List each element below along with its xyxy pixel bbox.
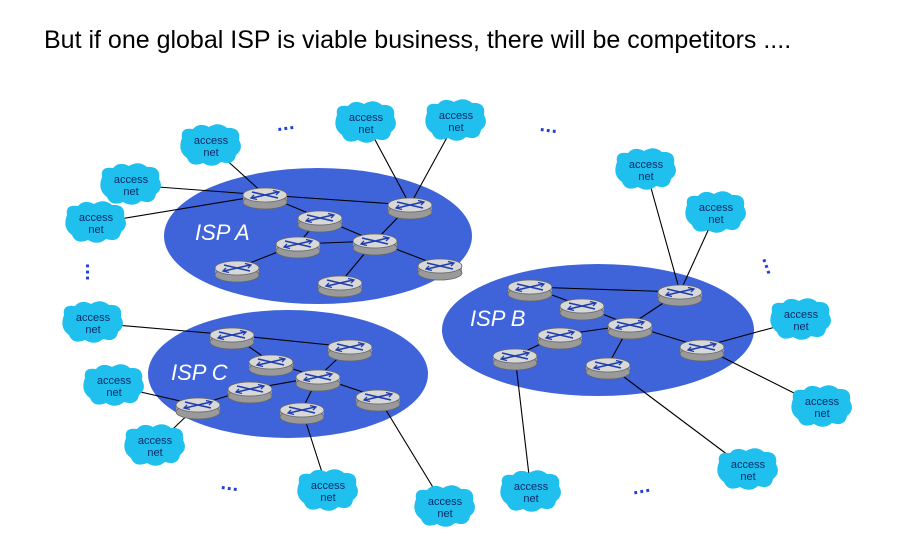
router-icon	[275, 236, 321, 259]
link-line	[645, 169, 681, 293]
access-net-label: access	[138, 435, 173, 447]
access-net-label: access	[629, 159, 664, 171]
router-icon	[297, 210, 343, 233]
isp-a-label: ISP A	[195, 220, 250, 245]
access-net-label: access	[805, 396, 840, 408]
access-net-label: access	[311, 480, 346, 492]
access-net-label: access	[114, 174, 149, 186]
access-net-label: net	[814, 408, 829, 420]
access-net-label: access	[439, 110, 474, 122]
isp-c-label: ISP C	[171, 360, 228, 385]
access-net-label: access	[97, 375, 132, 387]
router-icon	[248, 354, 294, 377]
ellipsis-dots: ...	[630, 477, 651, 499]
router-icon	[679, 339, 725, 362]
router-icon	[355, 389, 401, 412]
access-net-label: net	[740, 471, 755, 483]
router-icon	[327, 339, 373, 362]
router-icon	[209, 327, 255, 350]
access-net-label: access	[194, 135, 229, 147]
access-net-label: access	[349, 112, 384, 124]
router-icon	[537, 327, 583, 350]
ellipsis-dots: ...	[82, 263, 101, 281]
access-net-label: net	[88, 224, 103, 236]
router-icon	[417, 258, 463, 281]
ellipsis-dots: ...	[275, 114, 296, 135]
access-net-label: access	[79, 212, 114, 224]
access-net-label: access	[514, 481, 549, 493]
access-net-label: net	[437, 508, 452, 520]
router-icon	[657, 284, 703, 307]
access-net-label: access	[428, 496, 463, 508]
router-icon	[492, 348, 538, 371]
ellipsis-dots: ...	[219, 474, 240, 495]
access-net-label: net	[320, 492, 335, 504]
ellipsis-dots: ...	[538, 116, 559, 137]
access-net-label: access	[731, 459, 766, 471]
router-icon	[607, 317, 653, 340]
router-icon	[295, 369, 341, 392]
router-icon	[214, 260, 260, 283]
access-net-label: net	[85, 324, 100, 336]
access-net-label: net	[106, 387, 121, 399]
router-icon	[387, 197, 433, 220]
link-line	[607, 364, 749, 471]
router-icon	[242, 187, 288, 210]
ellipsis-dots: ...	[758, 253, 782, 277]
access-net-label: net	[638, 171, 653, 183]
router-icon	[175, 397, 221, 420]
access-net-label: net	[358, 124, 373, 136]
link-line	[264, 194, 411, 206]
access-net-label: net	[147, 447, 162, 459]
router-icon	[352, 233, 398, 256]
access-net-label: net	[523, 493, 538, 505]
link-line	[529, 286, 681, 293]
access-net-label: net	[123, 186, 138, 198]
access-net-label: access	[76, 312, 111, 324]
router-icon	[227, 381, 273, 404]
isp-b-label: ISP B	[470, 306, 525, 331]
access-net-label: net	[793, 321, 808, 333]
router-icon	[279, 402, 325, 425]
router-icon	[507, 279, 553, 302]
router-icon	[317, 275, 363, 298]
access-net-label: access	[699, 202, 734, 214]
slide-title: But if one global ISP is viable business…	[44, 26, 792, 54]
access-net-label: net	[203, 147, 218, 159]
access-net-label: net	[448, 122, 463, 134]
access-net-label: net	[708, 214, 723, 226]
access-net-label: access	[784, 309, 819, 321]
link-line	[514, 355, 532, 493]
router-icon	[559, 298, 605, 321]
router-icon	[585, 357, 631, 380]
